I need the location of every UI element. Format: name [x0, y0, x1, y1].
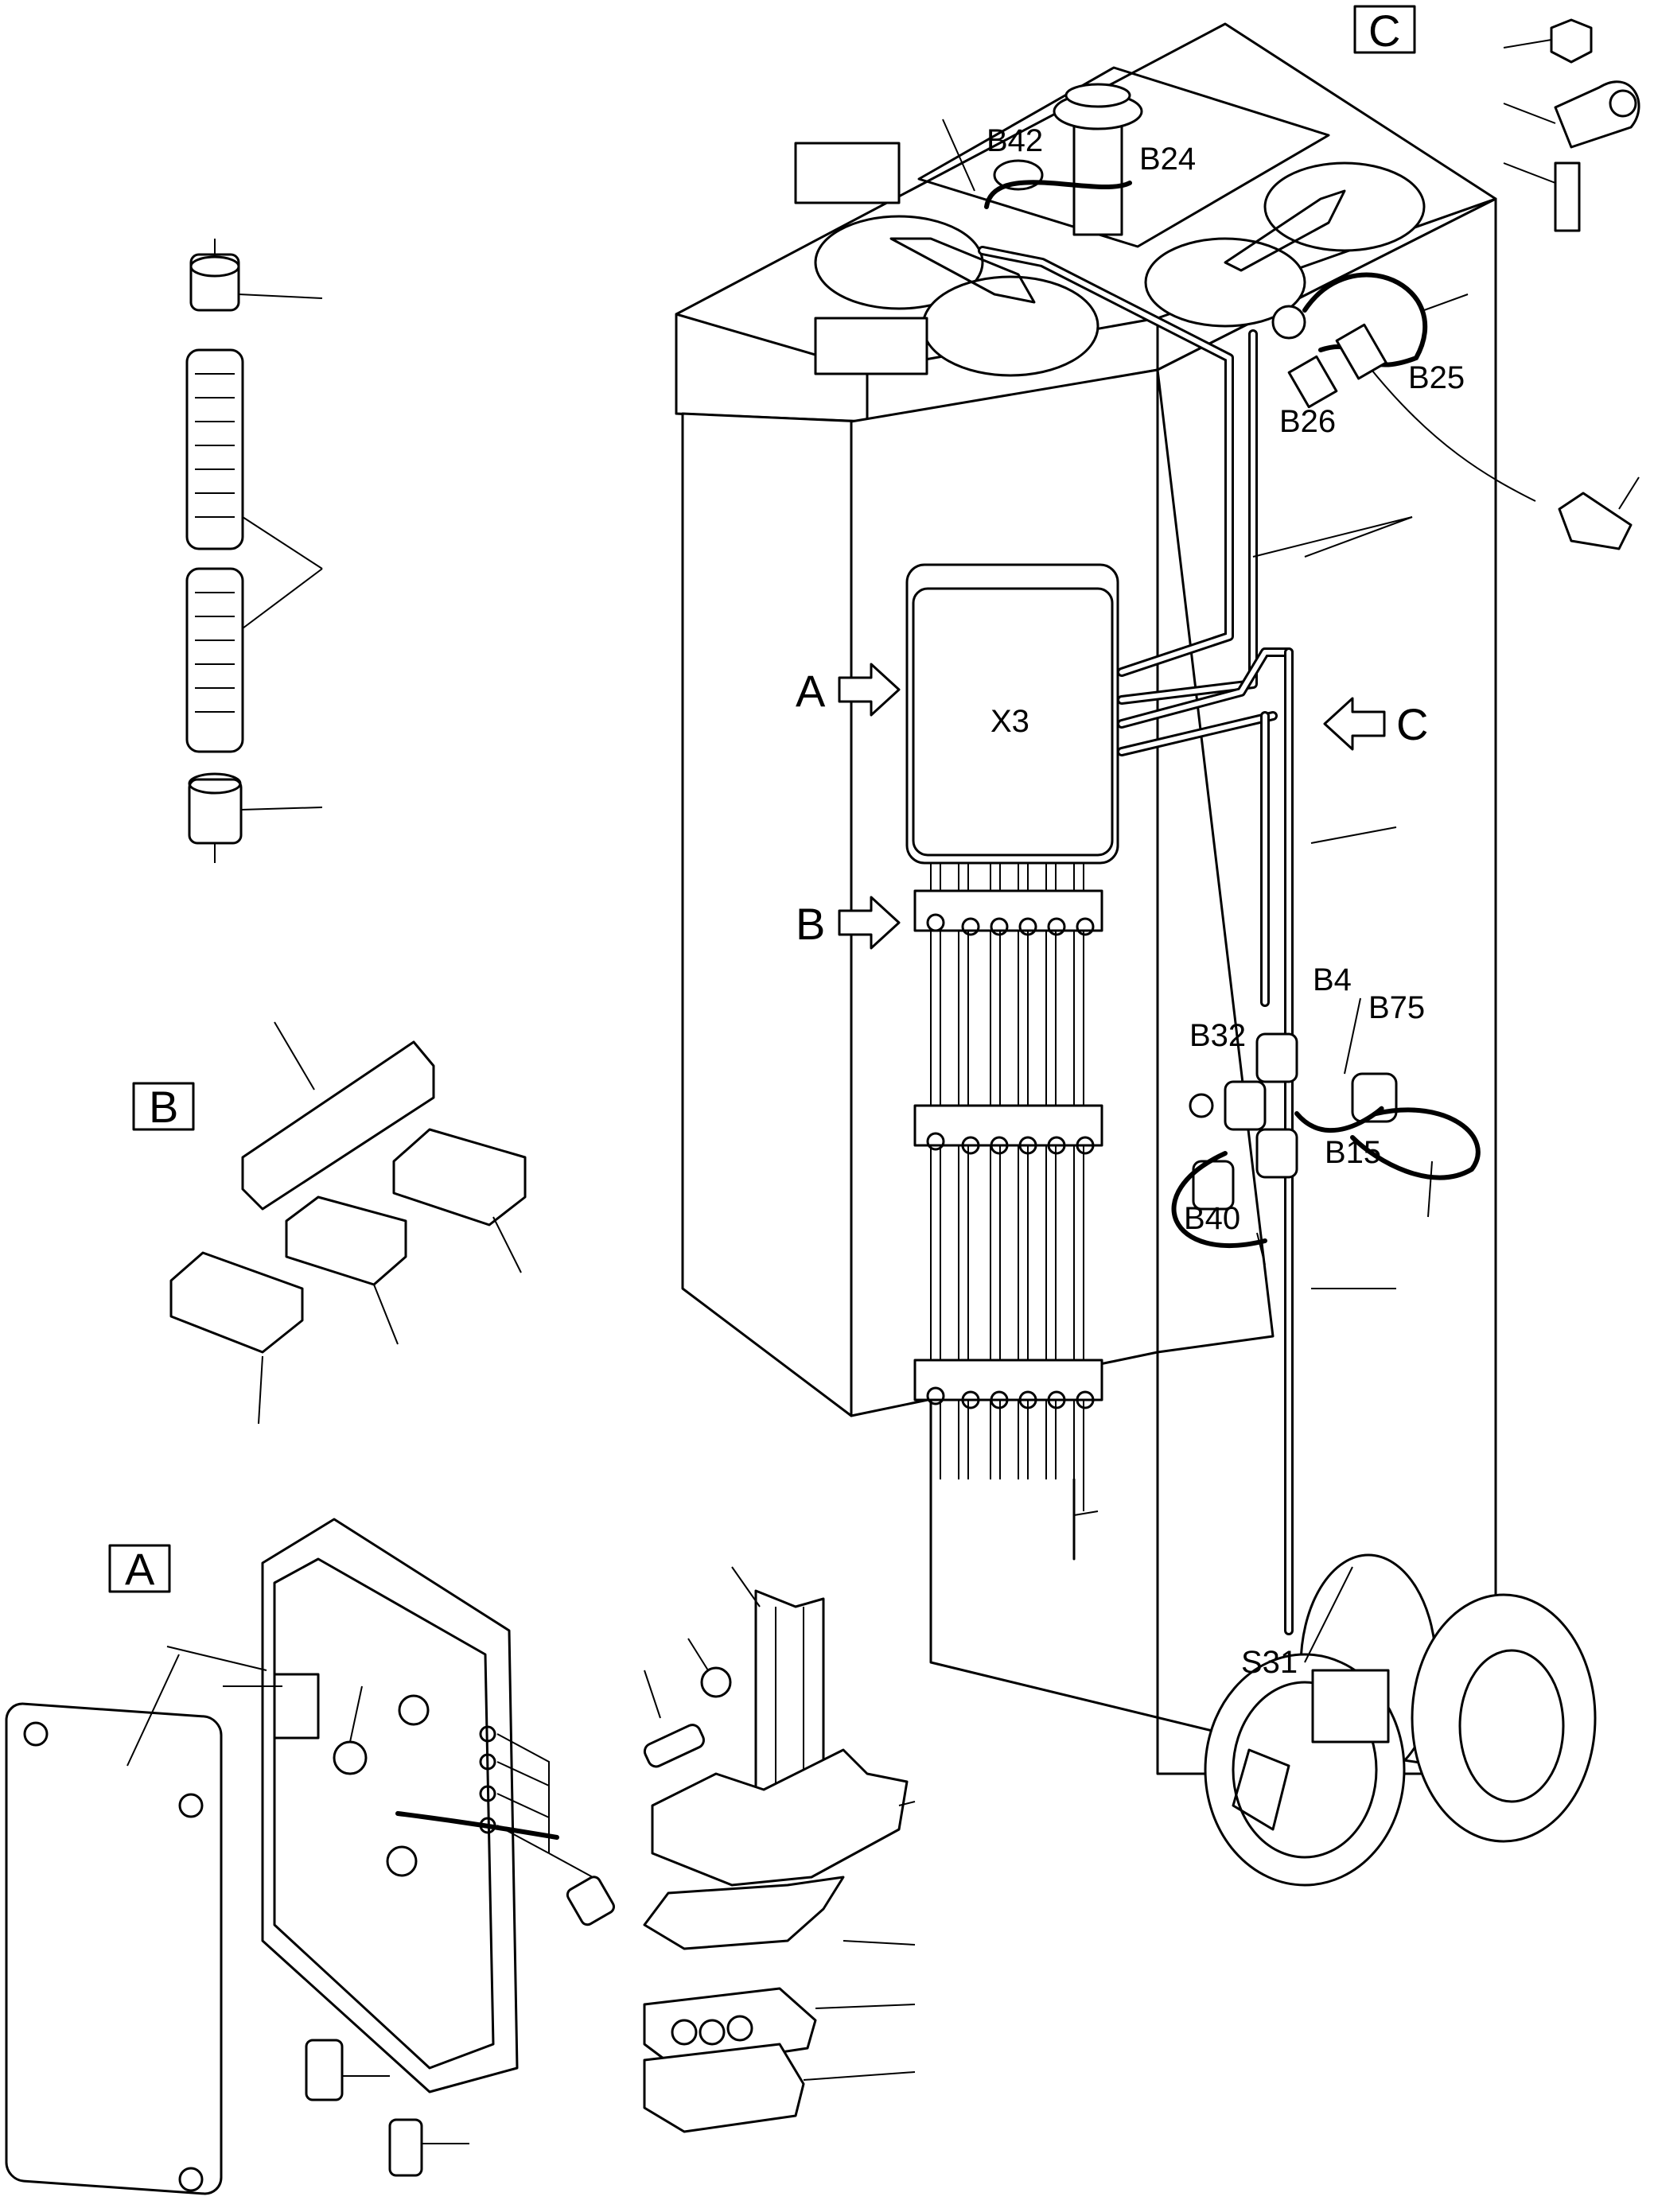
detail-c: C [1353, 5, 1640, 550]
component-labels: B42 B24 B25 B26 B4 B75 B32 B15 B40 S31 [987, 123, 1465, 1680]
arrow-c-label: C [1396, 699, 1428, 749]
x3-junction-box: X3 [905, 563, 1119, 865]
corrugated-tube-detail [185, 239, 323, 863]
detail-c-label: C [1368, 6, 1400, 56]
detail-b-label: B [149, 1082, 178, 1132]
arrow-b-label: B [796, 899, 825, 949]
b32-label: B32 [1189, 1018, 1246, 1053]
b24-label: B24 [1139, 142, 1196, 177]
clamp-rails [913, 889, 1103, 1409]
b26-label: B26 [1279, 404, 1336, 439]
b24-sensor-post [993, 83, 1143, 236]
din-rail-terminals [643, 1566, 916, 2133]
b15-label: B15 [1325, 1135, 1381, 1170]
b25-label: B25 [1408, 360, 1465, 395]
s31-label: S31 [1241, 1645, 1298, 1680]
leader-lines-main [942, 119, 1469, 1516]
b42-label: B42 [987, 123, 1043, 158]
detail-b: B [132, 1021, 527, 1425]
detail-a-label: A [125, 1544, 155, 1594]
flange-valve [1204, 1553, 1597, 1887]
detail-a: A [5, 1518, 615, 2195]
b4-label: B4 [1313, 962, 1352, 997]
b75-label: B75 [1368, 990, 1425, 1025]
arrow-a-label: A [796, 666, 826, 716]
x3-label: X3 [990, 704, 1029, 739]
view-arrows: A B C [796, 663, 1428, 950]
sensor-cluster [1171, 305, 1481, 1265]
b40-label: B40 [1184, 1201, 1240, 1236]
tank-dome-lids [794, 142, 1426, 377]
